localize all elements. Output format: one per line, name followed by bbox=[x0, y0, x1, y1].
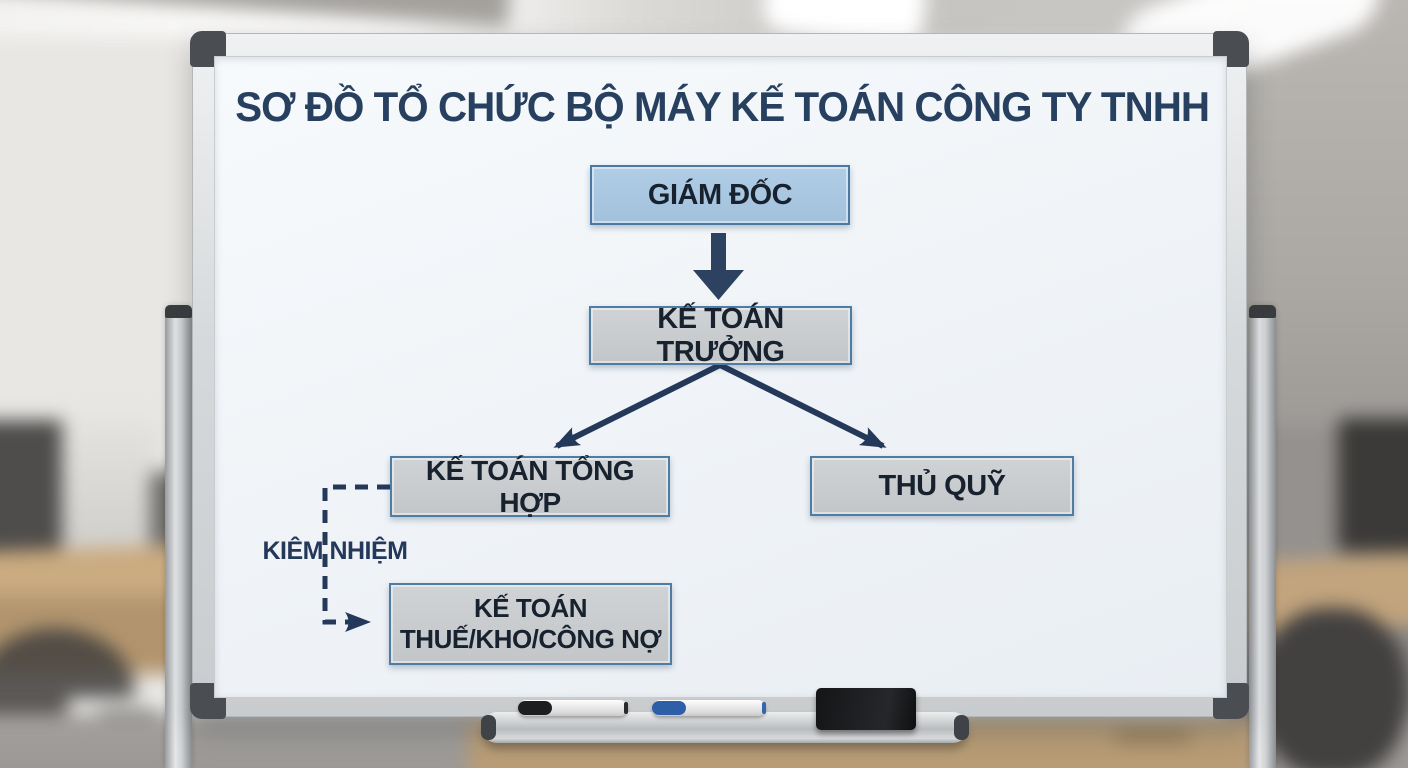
blurred-chair-right bbox=[1258, 608, 1408, 768]
diagram-title: SƠ ĐỒ TỔ CHỨC BỘ MÁY KẾ TOÁN CÔNG TY TNH… bbox=[235, 83, 1210, 130]
blurred-monitor-right bbox=[1338, 418, 1408, 552]
arrow-chief-to-general bbox=[553, 362, 722, 449]
blurred-monitor-left-white bbox=[62, 418, 158, 556]
marker-blue bbox=[652, 700, 766, 716]
connector-label-kiem-nhiem: KIÊM NHIỆM bbox=[262, 537, 409, 565]
arrow-chief-to-cashier bbox=[718, 362, 887, 449]
node-tax-label-line1: KẾ TOÁN bbox=[473, 592, 588, 623]
node-giam-doc: GIÁM ĐỐC bbox=[590, 165, 850, 225]
node-thu-quy: THỦ QUỸ bbox=[810, 456, 1074, 516]
blurred-monitor-left-dark bbox=[0, 420, 66, 552]
blurred-cabinet-handle bbox=[1115, 732, 1190, 741]
node-ke-toan-tong-hop-label: KẾ TOÁN TỔNG HỢP bbox=[425, 454, 635, 518]
node-thu-quy-label: THỦ QUỸ bbox=[878, 469, 1007, 502]
marker-black-tip bbox=[624, 702, 628, 714]
node-giam-doc-label: GIÁM ĐỐC bbox=[647, 178, 793, 211]
stand-pole-left bbox=[165, 305, 192, 768]
board-eraser bbox=[816, 688, 916, 730]
marker-black-cap bbox=[518, 701, 552, 715]
connector-arrows bbox=[322, 233, 887, 632]
stand-pole-right bbox=[1249, 305, 1276, 768]
node-ke-toan-truong: KẾ TOÁN TRƯỞNG bbox=[589, 303, 852, 368]
marker-blue-cap bbox=[652, 701, 686, 715]
node-ke-toan-tong-hop: KẾ TOÁN TỔNG HỢP bbox=[390, 454, 670, 518]
marker-black bbox=[518, 700, 628, 716]
whiteboard-surface: SƠ ĐỒ TỔ CHỨC BỘ MÁY KẾ TOÁN CÔNG TY TNH… bbox=[214, 56, 1227, 698]
arrow-director-to-chief bbox=[693, 233, 744, 300]
node-ke-toan-truong-label: KẾ TOÁN TRƯỞNG bbox=[656, 302, 785, 368]
whiteboard: SƠ ĐỒ TỔ CHỨC BỘ MÁY KẾ TOÁN CÔNG TY TNH… bbox=[190, 31, 1249, 719]
node-ke-toan-thue-kho-cong-no: KẾ TOÁN THUẾ/KHO/CÔNG NỢ bbox=[389, 583, 672, 665]
marker-blue-tip bbox=[762, 702, 766, 714]
node-tax-label-line2: THUẾ/KHO/CÔNG NỢ bbox=[399, 624, 662, 654]
